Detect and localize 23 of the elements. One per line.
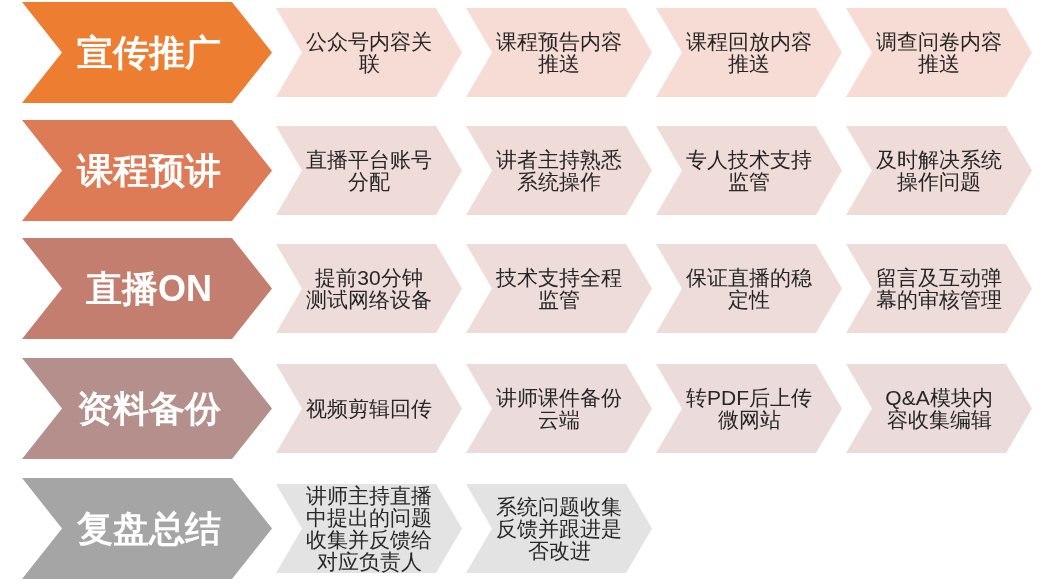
- step-text: 讲者主持熟悉系统操作: [495, 148, 623, 193]
- step-text: Q&A模块内容收集编辑: [884, 386, 994, 431]
- stage-title: 复盘总结: [77, 507, 221, 550]
- step-text: 专人技术支持监管: [685, 148, 813, 193]
- step-text: 留言及互动弹幕的审核管理: [875, 266, 1003, 311]
- step-text: 提前30分钟测试网络设备: [305, 266, 433, 311]
- step-text: 技术支持全程监管: [495, 266, 623, 311]
- step-text: 调查问卷内容推送: [875, 30, 1003, 75]
- step-text: 视频剪辑回传: [305, 397, 433, 420]
- stage-title: 宣传推广: [77, 31, 221, 74]
- step-text: 公众号内容关联: [305, 30, 433, 75]
- step-text: 保证直播的稳定性: [685, 266, 813, 311]
- step-text: 转PDF后上传微网站: [685, 386, 813, 431]
- step-text: 及时解决系统操作问题: [875, 148, 1003, 193]
- stage-title: 课程预讲: [77, 149, 221, 192]
- stage-title: 资料备份: [77, 387, 221, 430]
- step-text: 讲师主持直播中提出的问题收集并反馈给对应负责人: [305, 484, 433, 573]
- stage-title: 直播ON: [86, 267, 212, 310]
- step-text: 直播平台账号分配: [305, 148, 433, 193]
- step-text: 讲师课件备份云端: [495, 386, 623, 431]
- step-text: 课程回放内容推送: [685, 30, 813, 75]
- step-text: 系统问题收集反馈并跟进是否改进: [495, 495, 623, 562]
- step-text: 课程预告内容推送: [495, 30, 623, 75]
